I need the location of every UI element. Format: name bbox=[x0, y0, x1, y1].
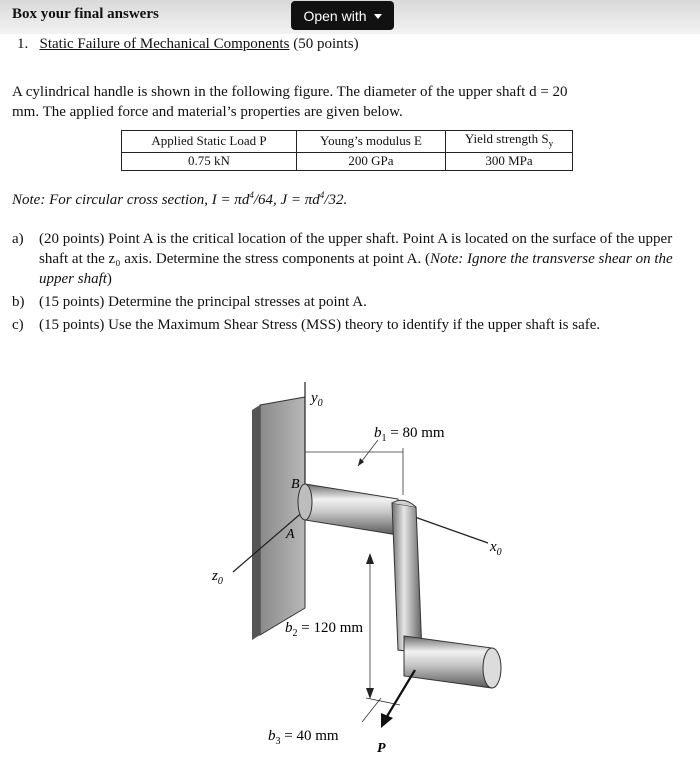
part-c: c) (15 points) Use the Maximum Shear Str… bbox=[12, 315, 690, 335]
table-value-row: 0.75 kN 200 GPa 300 MPa bbox=[121, 151, 573, 171]
part-c-text: (15 points) Use the Maximum Shear Stress… bbox=[39, 317, 601, 333]
grip-end-cap bbox=[482, 647, 502, 689]
header-yield-text: Yield strength S bbox=[464, 131, 549, 146]
point-a-label: A bbox=[285, 527, 295, 542]
part-b-text: (15 points) Determine the principal stre… bbox=[39, 294, 367, 310]
part-a: a) (20 points) Point A is the critical l… bbox=[12, 229, 690, 289]
b2-label: b2 = 120 mm bbox=[285, 620, 363, 639]
b1-label: b1 = 80 mm bbox=[374, 425, 445, 444]
note-prefix: Note: For circular cross section, I = πd bbox=[12, 192, 250, 208]
part-a-label: a) bbox=[12, 231, 24, 247]
page-heading: Box your final answers bbox=[12, 6, 159, 22]
problem-statement: A cylindrical handle is shown in the fol… bbox=[12, 82, 688, 122]
b3-leader bbox=[361, 697, 382, 723]
question-number: 1. bbox=[17, 36, 29, 52]
question-title: 1. Static Failure of Mechanical Componen… bbox=[17, 36, 359, 53]
properties-table: Applied Static Load P Young’s modulus E … bbox=[121, 130, 573, 171]
part-a-text: (20 points) Point A is the critical loca… bbox=[39, 229, 690, 289]
part-a-note: Note: Ignore the transverse shear on the… bbox=[39, 251, 673, 287]
b3-label: b3 = 40 mm bbox=[268, 728, 339, 747]
z-axis-label: z0 bbox=[211, 568, 223, 587]
force-label: P bbox=[377, 741, 386, 756]
intro-line-2: mm. The applied force and material’s pro… bbox=[12, 104, 403, 120]
question-points: (50 points) bbox=[293, 36, 359, 52]
note-mid: /64, J = πd bbox=[253, 192, 320, 208]
wall-edge bbox=[252, 405, 260, 640]
open-with-label: Open with bbox=[303, 7, 367, 24]
force-line bbox=[385, 669, 416, 719]
part-c-label: c) bbox=[12, 317, 24, 333]
y-axis-label: y0 bbox=[309, 390, 323, 409]
top-bar: Box your final answers Open with bbox=[0, 0, 700, 34]
yield-subscript: y bbox=[548, 138, 554, 149]
part-b: b) (15 points) Determine the principal s… bbox=[12, 292, 690, 312]
z-axis-line bbox=[232, 509, 306, 573]
note-suffix: /32. bbox=[324, 192, 348, 208]
part-a-body: (20 points) Point A is the critical loca… bbox=[39, 231, 673, 267]
b2-arrow-down-icon bbox=[366, 688, 374, 699]
open-with-button[interactable]: Open with bbox=[291, 1, 394, 30]
value-yield: 300 MPa bbox=[445, 151, 573, 171]
intro-line-1: A cylindrical handle is shown in the fol… bbox=[12, 84, 568, 100]
upper-shaft-base bbox=[297, 483, 313, 521]
vertical-arm bbox=[391, 502, 423, 654]
lower-grip bbox=[403, 635, 493, 689]
x-axis-label: x0 bbox=[489, 539, 502, 558]
force-arrow-icon bbox=[381, 713, 393, 728]
chevron-down-icon bbox=[373, 14, 382, 19]
arm-top-bend bbox=[391, 499, 417, 508]
point-b-label: B bbox=[291, 477, 300, 492]
question-parts: a) (20 points) Point A is the critical l… bbox=[12, 229, 690, 338]
upper-shaft bbox=[304, 483, 399, 536]
value-modulus: 200 GPa bbox=[296, 151, 446, 171]
part-a-tail: ) bbox=[106, 271, 112, 287]
note-formula: Note: For circular cross section, I = πd… bbox=[12, 190, 347, 209]
header-modulus: Young’s modulus E bbox=[296, 130, 446, 153]
note-exp-2: 4 bbox=[319, 190, 325, 200]
b2-arrow-up-icon bbox=[366, 553, 374, 564]
part-b-label: b) bbox=[12, 294, 25, 310]
b1-arrow-icon bbox=[358, 458, 364, 466]
value-load: 0.75 kN bbox=[121, 151, 297, 171]
question-topic: Static Failure of Mechanical Components bbox=[39, 36, 290, 52]
note-exp-1: 4 bbox=[249, 190, 254, 200]
